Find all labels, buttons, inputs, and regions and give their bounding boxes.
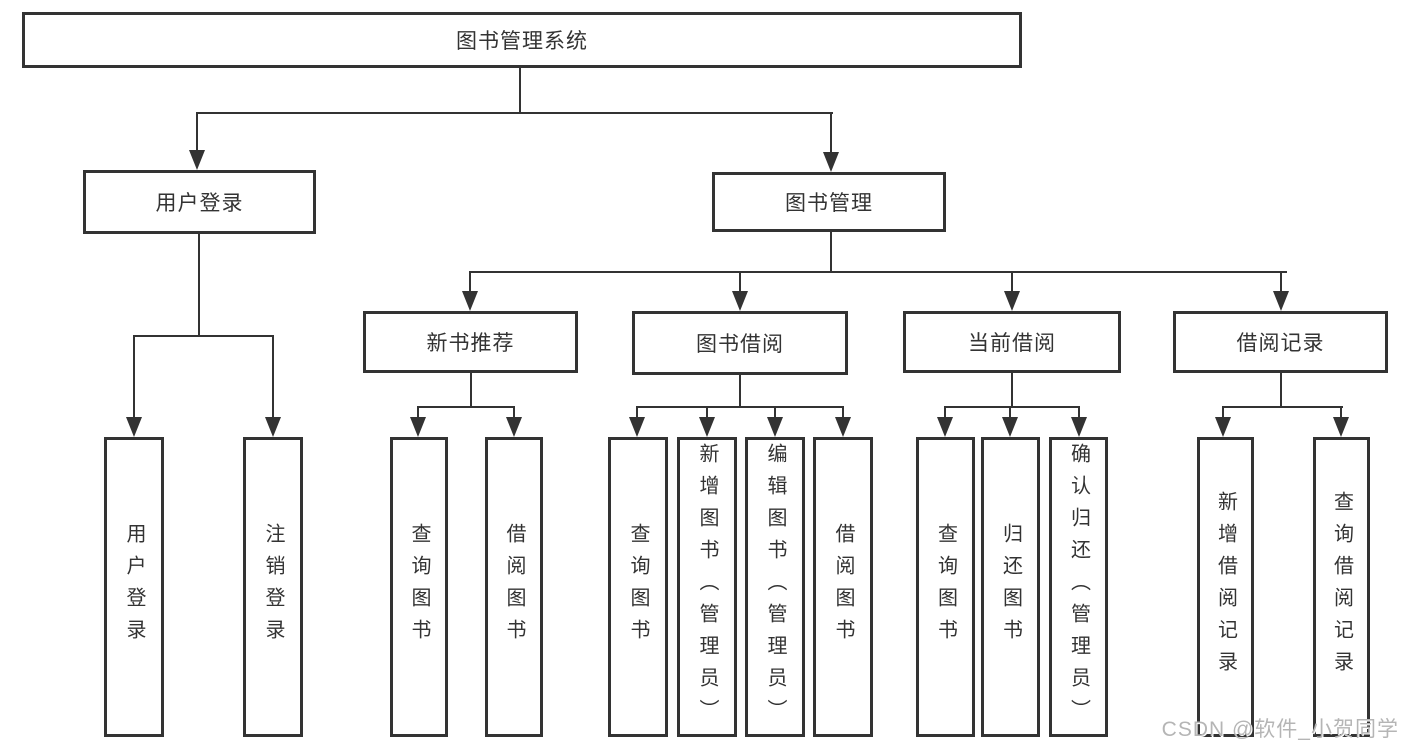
connector-line — [470, 373, 472, 407]
leaf-borrow-book-borrow-label: 借阅图书 — [832, 523, 854, 651]
node-new-book-recommend: 新书推荐 — [363, 311, 578, 373]
connector-line — [1340, 406, 1342, 417]
connector-line — [198, 234, 200, 335]
node-user-login-label: 用户登录 — [155, 192, 244, 215]
leaf-add-borrow-record-label: 新增借阅记录 — [1214, 491, 1237, 683]
leaf-confirm-return-admin: 确认归还（管理员） — [1049, 437, 1108, 737]
arrow-down-icon — [699, 417, 715, 437]
node-root-label: 图书管理系统 — [456, 30, 588, 53]
leaf-query-borrow-record-label: 查询借阅记录 — [1330, 491, 1353, 683]
connector-line — [417, 406, 515, 408]
connector-line — [196, 112, 833, 114]
connector-line — [1009, 406, 1011, 417]
arrow-down-icon — [265, 417, 281, 437]
watermark-text: CSDN @软件_小贺同学 — [1161, 718, 1399, 741]
arrow-down-icon — [1215, 417, 1231, 437]
arrow-down-icon — [1273, 291, 1289, 311]
leaf-logout-label: 注销登录 — [262, 523, 284, 651]
leaf-query-book-current: 查询图书 — [916, 437, 975, 737]
node-borrow-records: 借阅记录 — [1173, 311, 1388, 373]
leaf-add-book-admin: 新增图书（管理员） — [677, 437, 737, 737]
node-book-borrow: 图书借阅 — [632, 311, 848, 375]
arrow-down-icon — [629, 417, 645, 437]
node-borrow-records-label: 借阅记录 — [1236, 332, 1325, 355]
node-current-borrow-label: 当前借阅 — [968, 332, 1056, 355]
node-book-management-label: 图书管理 — [785, 192, 873, 215]
leaf-edit-book-admin-label: 编辑图书（管理员） — [764, 443, 786, 731]
leaf-confirm-return-admin-label: 确认归还（管理员） — [1067, 443, 1090, 731]
connector-line — [469, 271, 471, 291]
leaf-query-borrow-record: 查询借阅记录 — [1313, 437, 1370, 737]
leaf-borrow-book-recommend: 借阅图书 — [485, 437, 543, 737]
arrow-down-icon — [937, 417, 953, 437]
arrow-down-icon — [732, 291, 748, 311]
leaf-query-book-borrow-label: 查询图书 — [627, 523, 649, 651]
leaf-add-borrow-record: 新增借阅记录 — [1197, 437, 1254, 737]
leaf-borrow-book-borrow: 借阅图书 — [813, 437, 873, 737]
node-user-login: 用户登录 — [83, 170, 316, 234]
connector-line — [272, 335, 274, 417]
node-current-borrow: 当前借阅 — [903, 311, 1121, 373]
leaf-borrow-book-recommend-label: 借阅图书 — [503, 523, 525, 651]
connector-line — [1011, 271, 1013, 291]
connector-line — [1222, 406, 1224, 417]
arrow-down-icon — [1333, 417, 1349, 437]
leaf-query-book-current-label: 查询图书 — [934, 523, 957, 651]
connector-line — [637, 406, 844, 408]
connector-line — [1223, 406, 1343, 408]
leaf-query-book-recommend-label: 查询图书 — [408, 523, 430, 651]
connector-line — [513, 406, 515, 417]
arrow-down-icon — [189, 150, 205, 170]
connector-line — [417, 406, 419, 417]
node-root: 图书管理系统 — [22, 12, 1022, 68]
leaf-user-login-label: 用户登录 — [123, 523, 145, 651]
arrow-down-icon — [410, 417, 426, 437]
leaf-user-login: 用户登录 — [104, 437, 164, 737]
connector-line — [830, 232, 832, 271]
leaf-add-book-admin-label: 新增图书（管理员） — [696, 443, 718, 731]
connector-line — [842, 406, 844, 417]
arrow-down-icon — [462, 291, 478, 311]
leaf-return-book-label: 归还图书 — [999, 523, 1022, 651]
connector-line — [1280, 271, 1282, 291]
connector-line — [636, 406, 638, 417]
leaf-return-book: 归还图书 — [981, 437, 1040, 737]
node-book-management: 图书管理 — [712, 172, 946, 232]
connector-line — [133, 335, 135, 417]
leaf-query-book-recommend: 查询图书 — [390, 437, 448, 737]
arrow-down-icon — [1002, 417, 1018, 437]
arrow-down-icon — [823, 152, 839, 172]
arrow-down-icon — [506, 417, 522, 437]
connector-line — [945, 406, 1080, 408]
arrow-down-icon — [126, 417, 142, 437]
connector-line — [133, 335, 274, 337]
arrow-down-icon — [1071, 417, 1087, 437]
connector-line — [739, 375, 741, 407]
connector-line — [519, 68, 521, 113]
connector-line — [1280, 373, 1282, 407]
leaf-edit-book-admin: 编辑图书（管理员） — [745, 437, 805, 737]
connector-line — [470, 271, 1287, 273]
node-new-book-recommend-label: 新书推荐 — [426, 332, 515, 355]
connector-line — [196, 112, 198, 150]
node-book-borrow-label: 图书借阅 — [696, 333, 784, 356]
leaf-logout: 注销登录 — [243, 437, 303, 737]
connector-line — [706, 406, 708, 417]
connector-line — [774, 406, 776, 417]
arrow-down-icon — [1004, 291, 1020, 311]
connector-line — [1011, 373, 1013, 407]
connector-line — [830, 112, 832, 152]
arrow-down-icon — [835, 417, 851, 437]
arrow-down-icon — [767, 417, 783, 437]
leaf-query-book-borrow: 查询图书 — [608, 437, 668, 737]
connector-line — [739, 271, 741, 291]
connector-line — [1078, 406, 1080, 417]
connector-line — [944, 406, 946, 417]
